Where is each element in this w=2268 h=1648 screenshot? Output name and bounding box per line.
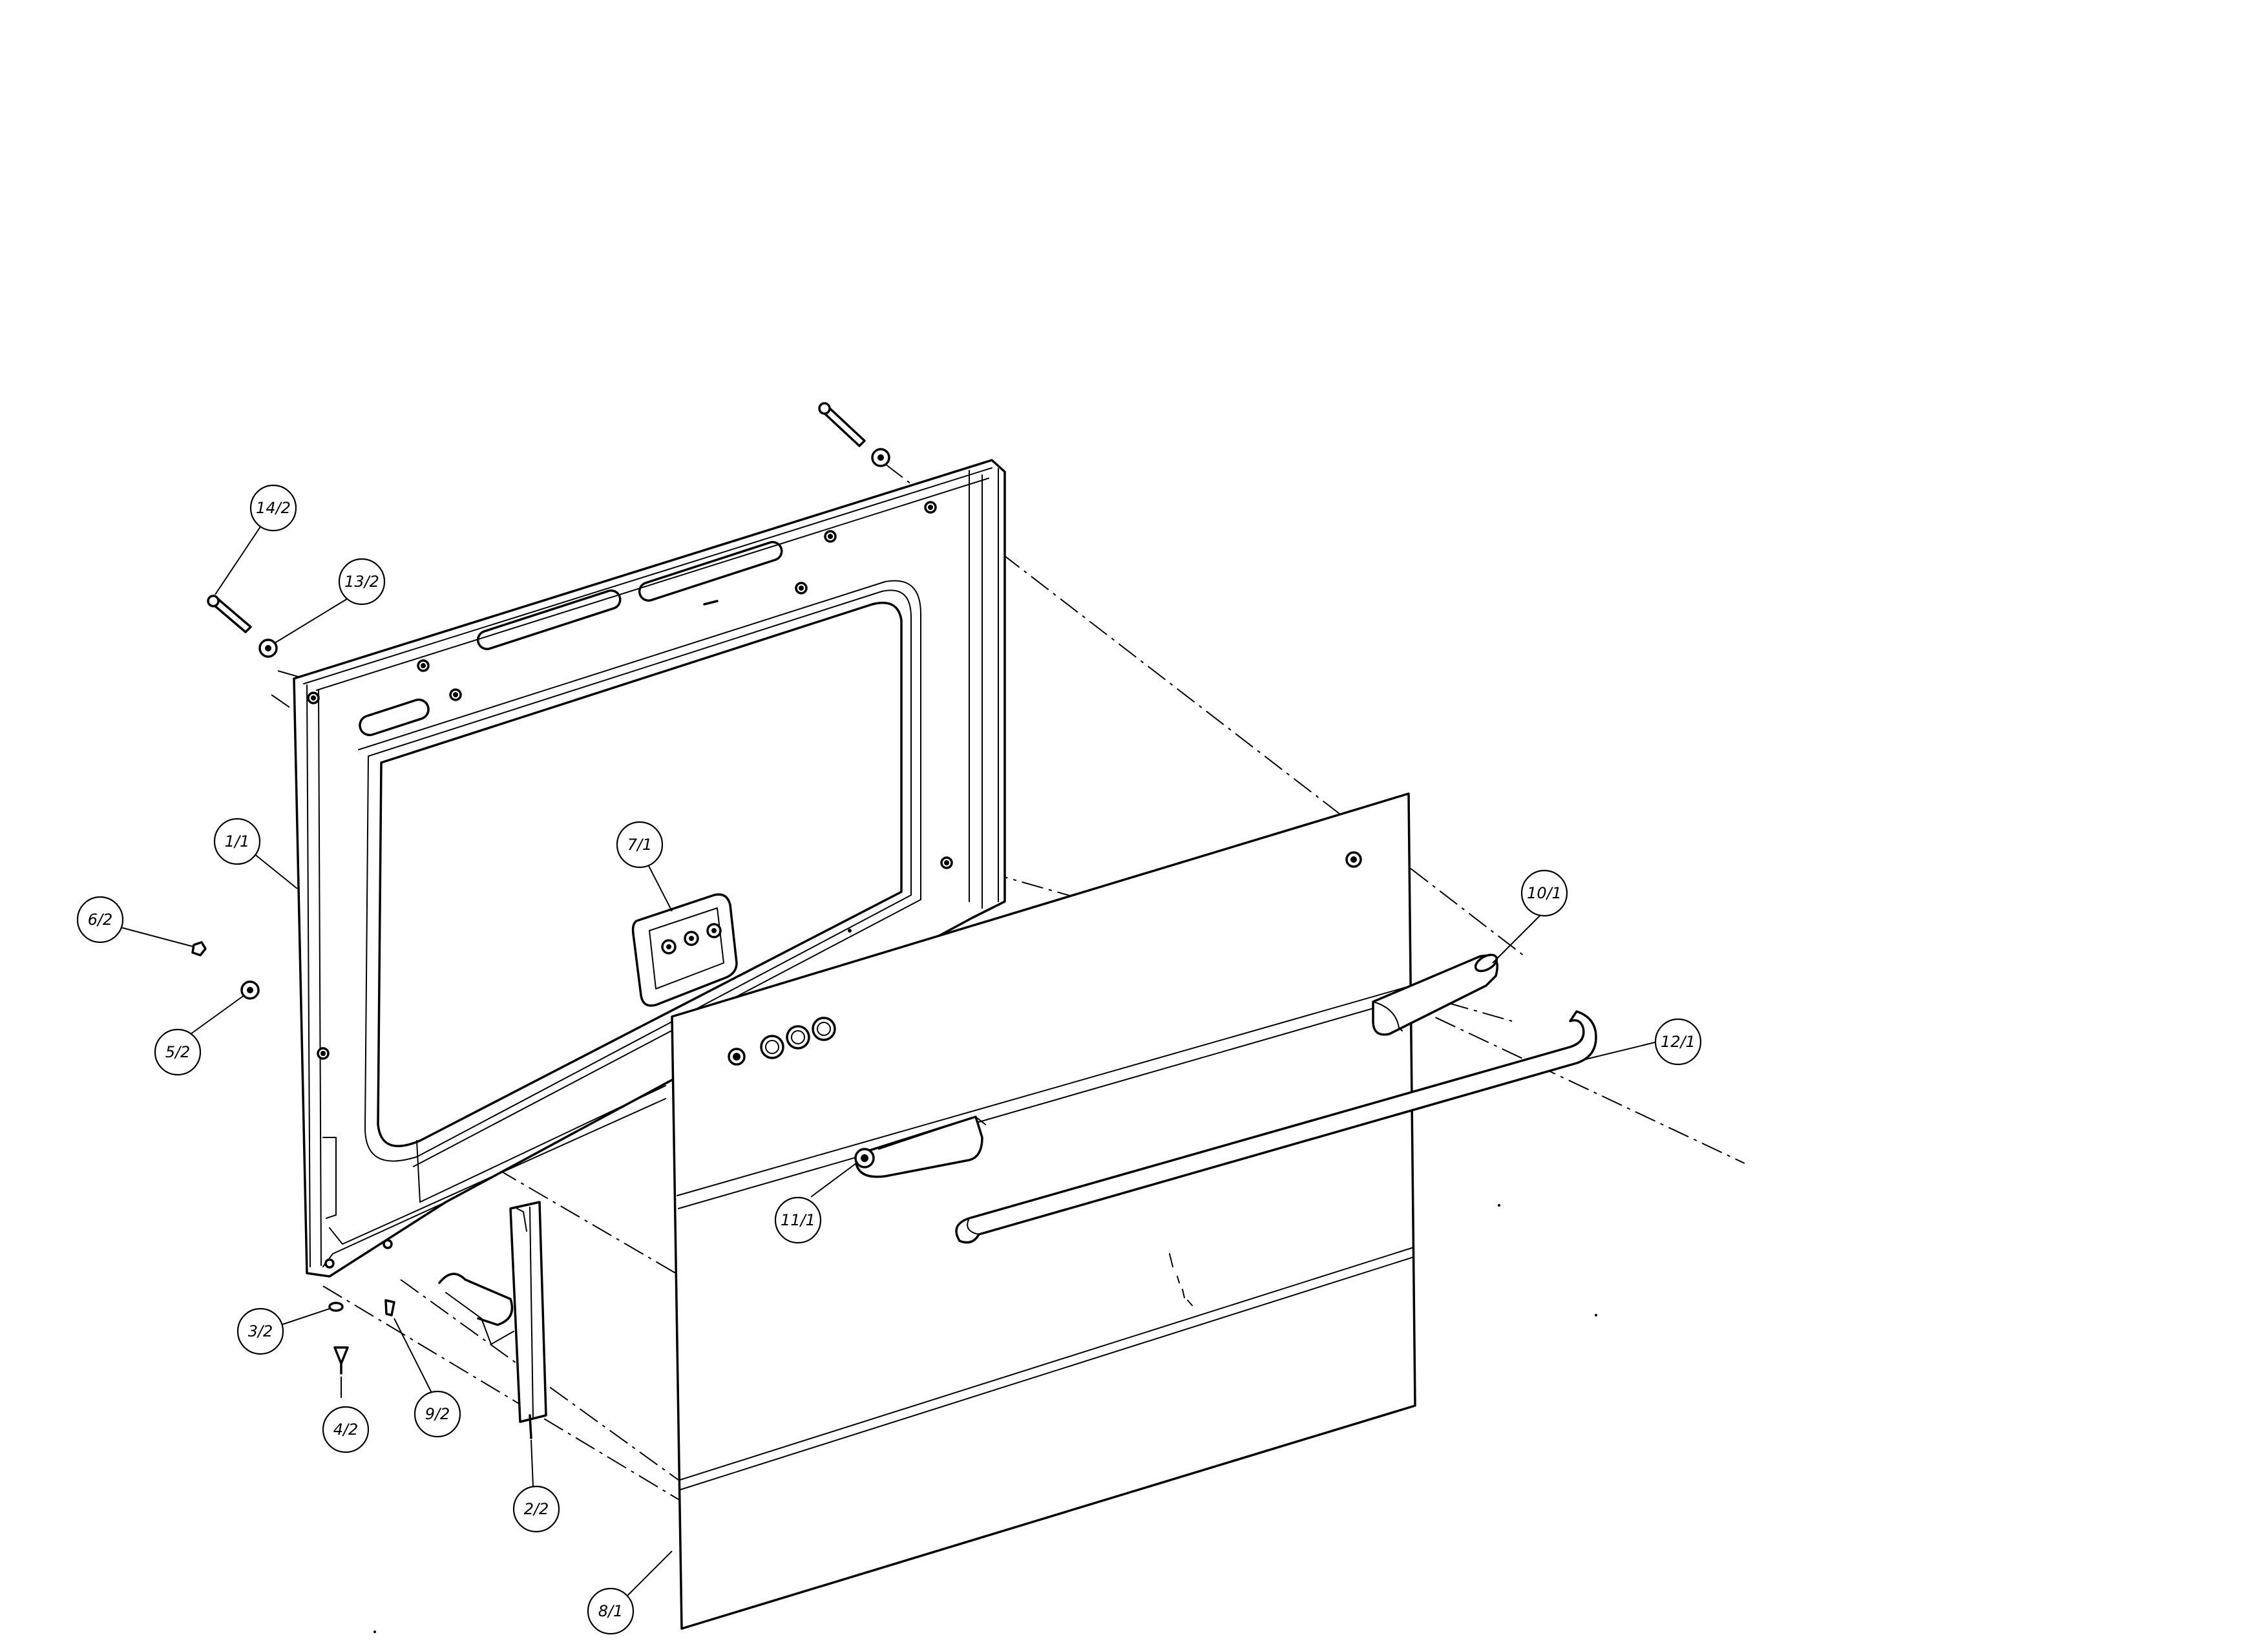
callout-14-2: 14/2 (249, 484, 297, 532)
callout-label: 14/2 (256, 499, 291, 517)
callout-11-1: 11/1 (774, 1196, 822, 1244)
callout-label: 9/2 (425, 1405, 450, 1423)
callout-12-1: 12/1 (1654, 1018, 1702, 1066)
callout-label: 12/1 (1661, 1033, 1696, 1051)
callout-9-2: 9/2 (414, 1390, 461, 1438)
callout-leaders (120, 526, 1658, 1597)
callout-7-1: 7/1 (616, 821, 664, 869)
callout-2-2: 2/2 (512, 1485, 560, 1533)
callout-label: 10/1 (1527, 884, 1562, 902)
callout-10-1: 10/1 (1520, 869, 1568, 917)
callout-label: 13/2 (344, 573, 379, 591)
fasteners (191, 402, 890, 1375)
callout-1-1: 1/1 (213, 818, 261, 865)
callout-label: 11/1 (781, 1211, 815, 1229)
callout-label: 1/1 (225, 832, 250, 850)
callout-8-1: 8/1 (587, 1587, 635, 1635)
callout-13-2: 13/2 (338, 558, 386, 606)
callout-label: 2/2 (524, 1500, 549, 1518)
handle-support-left (854, 1115, 986, 1178)
hinge-plate (631, 893, 738, 1007)
callout-label: 7/1 (627, 836, 653, 854)
callout-6-2: 6/2 (76, 896, 124, 944)
callout-label: 8/1 (598, 1602, 624, 1620)
handle-support-right (1372, 953, 1498, 1036)
callout-3-2: 3/2 (236, 1307, 284, 1355)
callout-label: 3/2 (248, 1322, 273, 1340)
callout-label: 6/2 (88, 911, 113, 929)
handle-bar (955, 1010, 1597, 1244)
callout-5-2: 5/2 (154, 1028, 202, 1076)
callout-label: 4/2 (333, 1421, 359, 1439)
hinge-bracket (438, 1201, 547, 1439)
callout-label: 5/2 (165, 1043, 191, 1061)
callout-4-2: 4/2 (322, 1406, 370, 1453)
frame-holes (307, 501, 953, 1269)
